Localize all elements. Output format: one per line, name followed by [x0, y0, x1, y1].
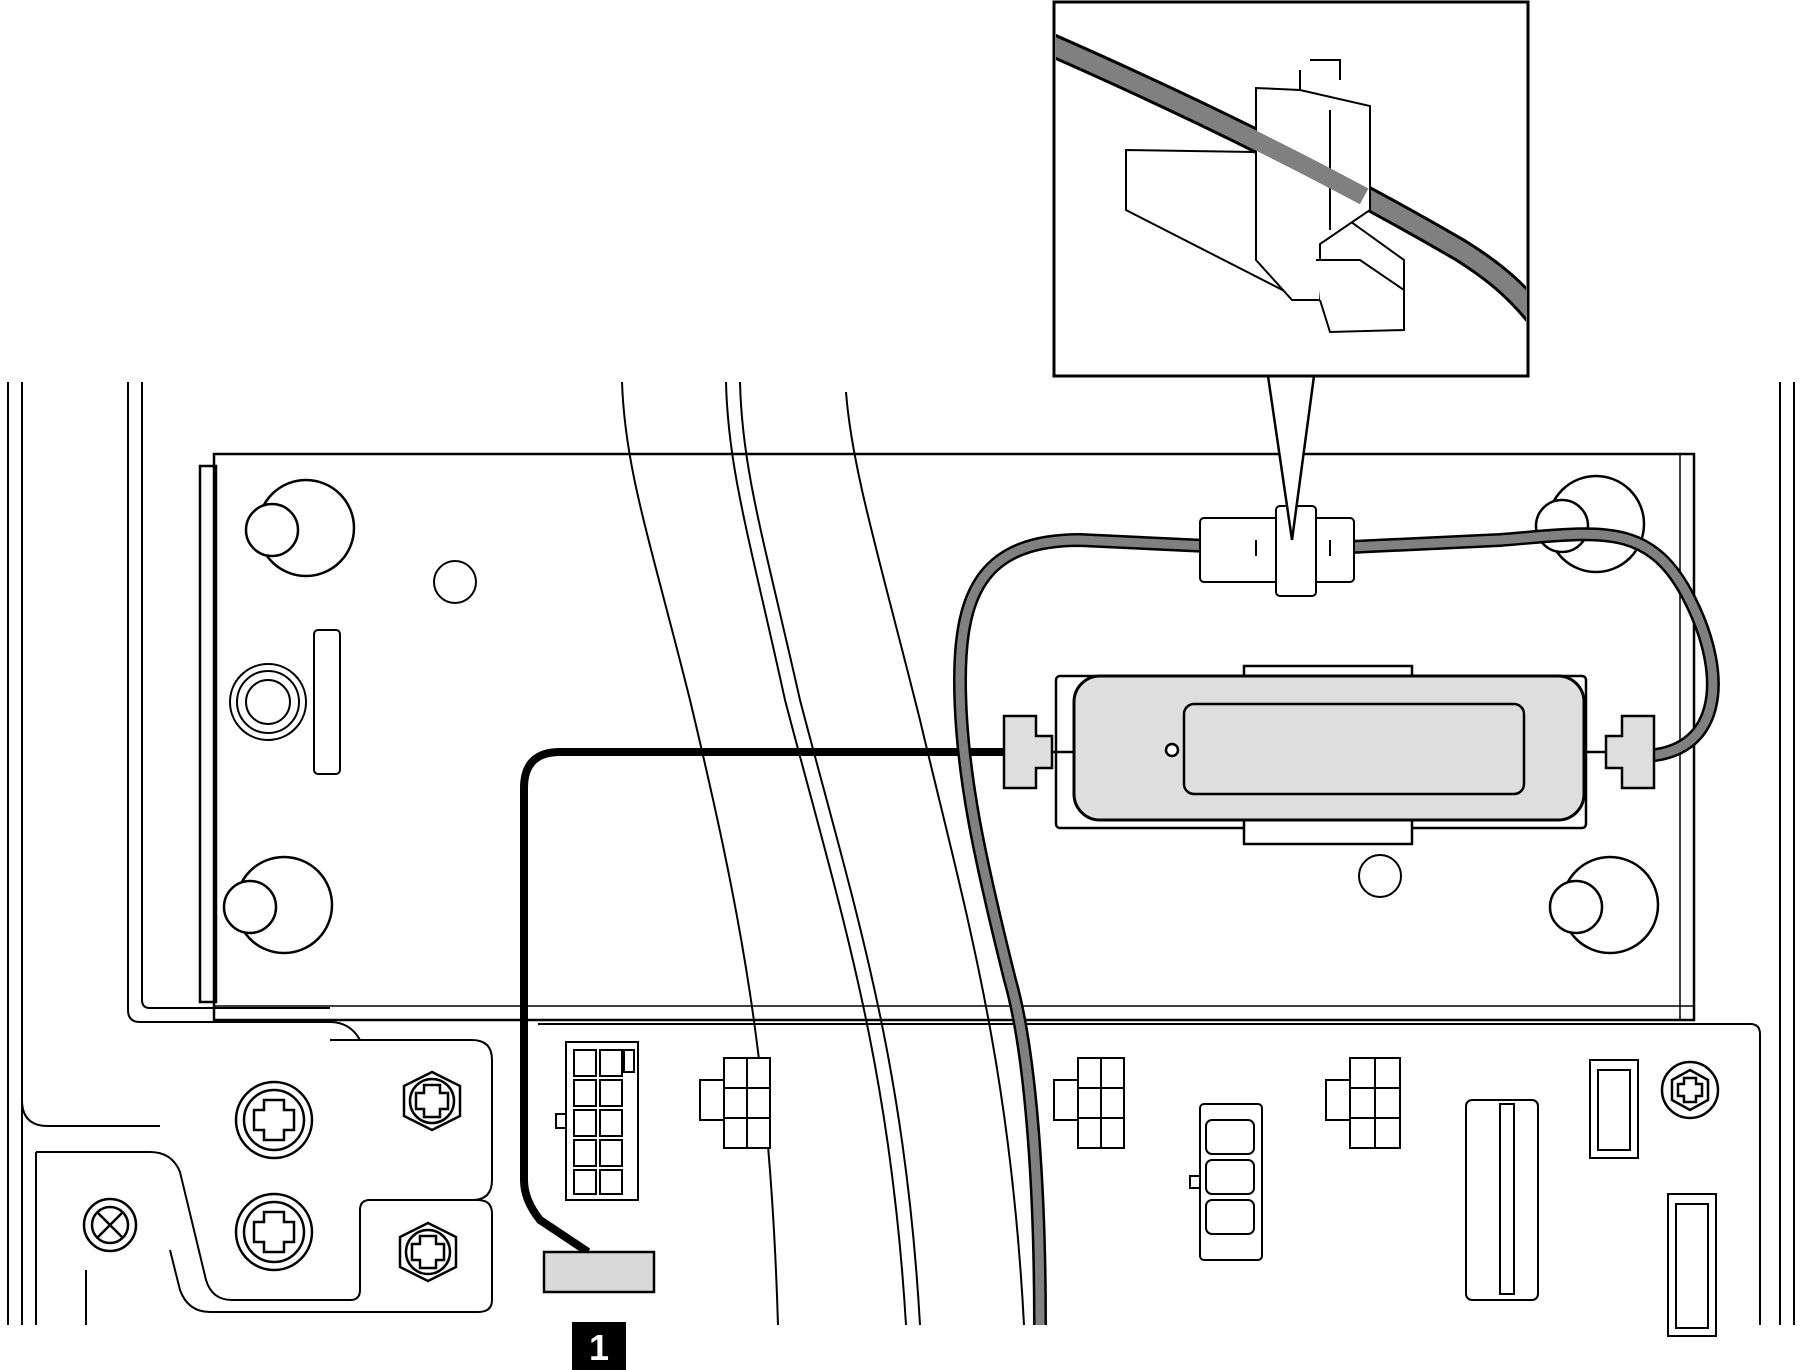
battery-right-plug [1584, 714, 1656, 790]
standoff-bottom-right [1548, 855, 1660, 955]
connector-ribbon-a [1589, 1059, 1639, 1159]
callout-1-badge [572, 1322, 626, 1370]
battery-gray-cable-fill [955, 529, 1718, 1326]
screw-6 [1660, 1060, 1720, 1120]
standoff-top-right [1534, 474, 1646, 574]
battery-signal-cable [520, 748, 1010, 1256]
callout-1: 1 [572, 1322, 626, 1370]
inset-pointer [1266, 375, 1316, 541]
connector-power-2x5 [555, 1041, 639, 1201]
connector-power-2x4 [1189, 1103, 1263, 1261]
screw-1 [234, 1080, 314, 1160]
system-board [538, 1023, 1761, 1325]
standoff-top-left [244, 478, 356, 578]
screw-4 [398, 1221, 458, 1283]
connector-fan-b [1053, 1057, 1125, 1149]
cable-clip [1199, 505, 1355, 597]
inset-clip [1125, 59, 1405, 334]
screw-group [82, 1060, 1720, 1283]
connector-ribbon-b [1667, 1193, 1717, 1337]
battery-connector-target [542, 1250, 656, 1294]
plate-details [229, 560, 1402, 898]
board-connectors [555, 1041, 1717, 1337]
magnified-inset [1052, 0, 1530, 541]
standoff-bottom-left [222, 855, 334, 955]
screw-3 [402, 1070, 462, 1132]
battery-left-plug [1002, 714, 1074, 790]
callout-1-label: 1 [589, 1327, 609, 1368]
air-duct-bands [621, 381, 1025, 1326]
screw-5 [82, 1197, 138, 1253]
mounting-bracket [198, 452, 1696, 1022]
connector-fan-a [699, 1057, 771, 1149]
psu-screw-bracket [35, 1039, 493, 1325]
chassis-frame [7, 382, 1795, 1325]
battery-pack [1002, 664, 1656, 846]
connector-slot [1465, 1099, 1539, 1301]
captive-screw [229, 663, 307, 741]
connector-fan-c [1325, 1057, 1401, 1149]
screw-2 [234, 1192, 314, 1272]
